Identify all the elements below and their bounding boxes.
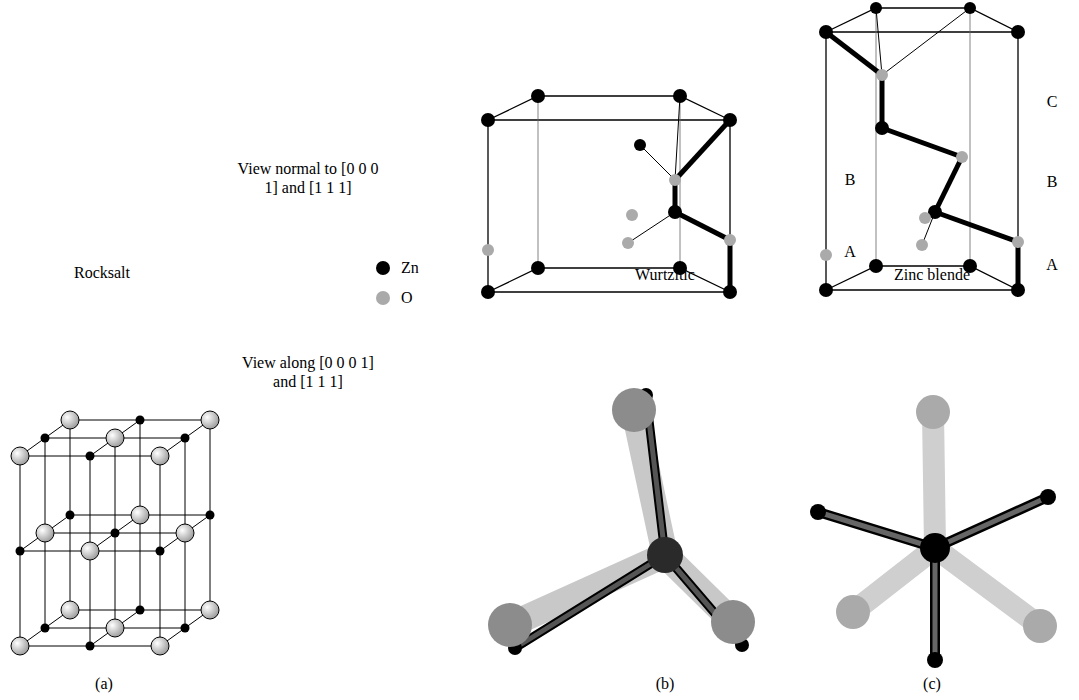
lattice-line bbox=[115, 628, 185, 629]
oxygen-atom bbox=[176, 524, 194, 542]
oxygen-atom bbox=[201, 601, 219, 619]
lattice-line bbox=[45, 438, 115, 439]
view-caption: View normal to [0 0 0 1] and [1 1 1] bbox=[233, 159, 383, 197]
lattice-line bbox=[70, 420, 140, 421]
lattice-line bbox=[90, 456, 160, 457]
zincblende-cell bbox=[819, 2, 1025, 297]
legend-swatch bbox=[376, 291, 390, 305]
oxygen-atom bbox=[36, 524, 54, 542]
oxygen-atom bbox=[151, 447, 169, 465]
lattice-line bbox=[140, 420, 210, 421]
legend-swatch bbox=[376, 261, 390, 275]
zinc-atom bbox=[181, 434, 190, 443]
lattice-line bbox=[115, 533, 116, 628]
zincblende-projection bbox=[810, 395, 1057, 668]
lattice-line bbox=[70, 515, 71, 610]
lattice-line bbox=[185, 533, 186, 628]
lattice-line bbox=[45, 533, 46, 628]
rocksalt-lattice bbox=[11, 411, 219, 655]
zinc-atom bbox=[41, 624, 50, 633]
lattice-line bbox=[210, 515, 211, 610]
oxygen-atom bbox=[11, 447, 29, 465]
lattice-line bbox=[140, 610, 210, 611]
oxygen-atom bbox=[201, 411, 219, 429]
layer-letter: C bbox=[1047, 92, 1058, 111]
zinc-atom bbox=[156, 547, 165, 556]
structure-name: Rocksalt bbox=[74, 263, 130, 282]
legend-text: O bbox=[401, 288, 413, 307]
lattice-line bbox=[140, 515, 210, 516]
lattice-line bbox=[140, 515, 141, 610]
zinc-atom bbox=[16, 547, 25, 556]
panel-letter: (a) bbox=[95, 674, 113, 693]
zinc-atom bbox=[86, 452, 95, 461]
lattice-line bbox=[70, 515, 140, 516]
lattice-line bbox=[115, 533, 185, 534]
zinc-atom bbox=[181, 624, 190, 633]
lattice-line bbox=[45, 628, 115, 629]
lattice-line bbox=[90, 646, 160, 647]
lattice-line bbox=[140, 420, 141, 515]
structure-name: Wurtzitic bbox=[635, 265, 695, 284]
lattice-line bbox=[70, 610, 140, 611]
zinc-atom bbox=[206, 511, 215, 520]
zinc-atom bbox=[136, 606, 145, 615]
zinc-atom bbox=[111, 529, 120, 538]
layer-letter: B bbox=[845, 170, 856, 189]
layer-letter: A bbox=[1046, 255, 1058, 274]
layer-letter: B bbox=[1047, 172, 1058, 191]
lattice-line bbox=[20, 456, 90, 457]
zinc-atom bbox=[86, 642, 95, 651]
zinc-atom bbox=[136, 416, 145, 425]
oxygen-atom bbox=[131, 506, 149, 524]
lattice-line bbox=[20, 646, 90, 647]
oxygen-atom bbox=[106, 429, 124, 447]
zinc-atom bbox=[41, 434, 50, 443]
lattice-line bbox=[20, 456, 21, 551]
lattice-line bbox=[20, 551, 90, 552]
oxygen-atom bbox=[61, 411, 79, 429]
oxygen-atom bbox=[61, 601, 79, 619]
panel-letter: (b) bbox=[656, 674, 675, 693]
oxygen-atom bbox=[106, 619, 124, 637]
legend-text: Zn bbox=[401, 258, 419, 277]
oxygen-atom bbox=[81, 542, 99, 560]
lattice-line bbox=[90, 551, 91, 646]
lattice-line bbox=[210, 420, 211, 515]
lattice-line bbox=[45, 438, 46, 533]
lattice-line bbox=[115, 438, 116, 533]
lattice-line bbox=[90, 456, 91, 551]
view-caption: View along [0 0 0 1] and [1 1 1] bbox=[233, 353, 383, 391]
wurtzite-cell bbox=[481, 89, 737, 299]
lattice-line bbox=[45, 533, 115, 534]
oxygen-atom bbox=[11, 637, 29, 655]
oxygen-atom bbox=[151, 637, 169, 655]
wurtzite-projection bbox=[488, 388, 755, 655]
lattice-line bbox=[185, 438, 186, 533]
lattice-line bbox=[90, 551, 160, 552]
zinc-atom bbox=[66, 511, 75, 520]
lattice-line bbox=[70, 420, 71, 515]
lattice-line bbox=[20, 551, 21, 646]
lattice-line bbox=[115, 438, 185, 439]
structure-name: Zinc blende bbox=[894, 265, 970, 284]
layer-letter: A bbox=[844, 242, 856, 261]
panel-letter: (c) bbox=[923, 674, 941, 693]
lattice-line bbox=[160, 551, 161, 646]
lattice-line bbox=[160, 456, 161, 551]
